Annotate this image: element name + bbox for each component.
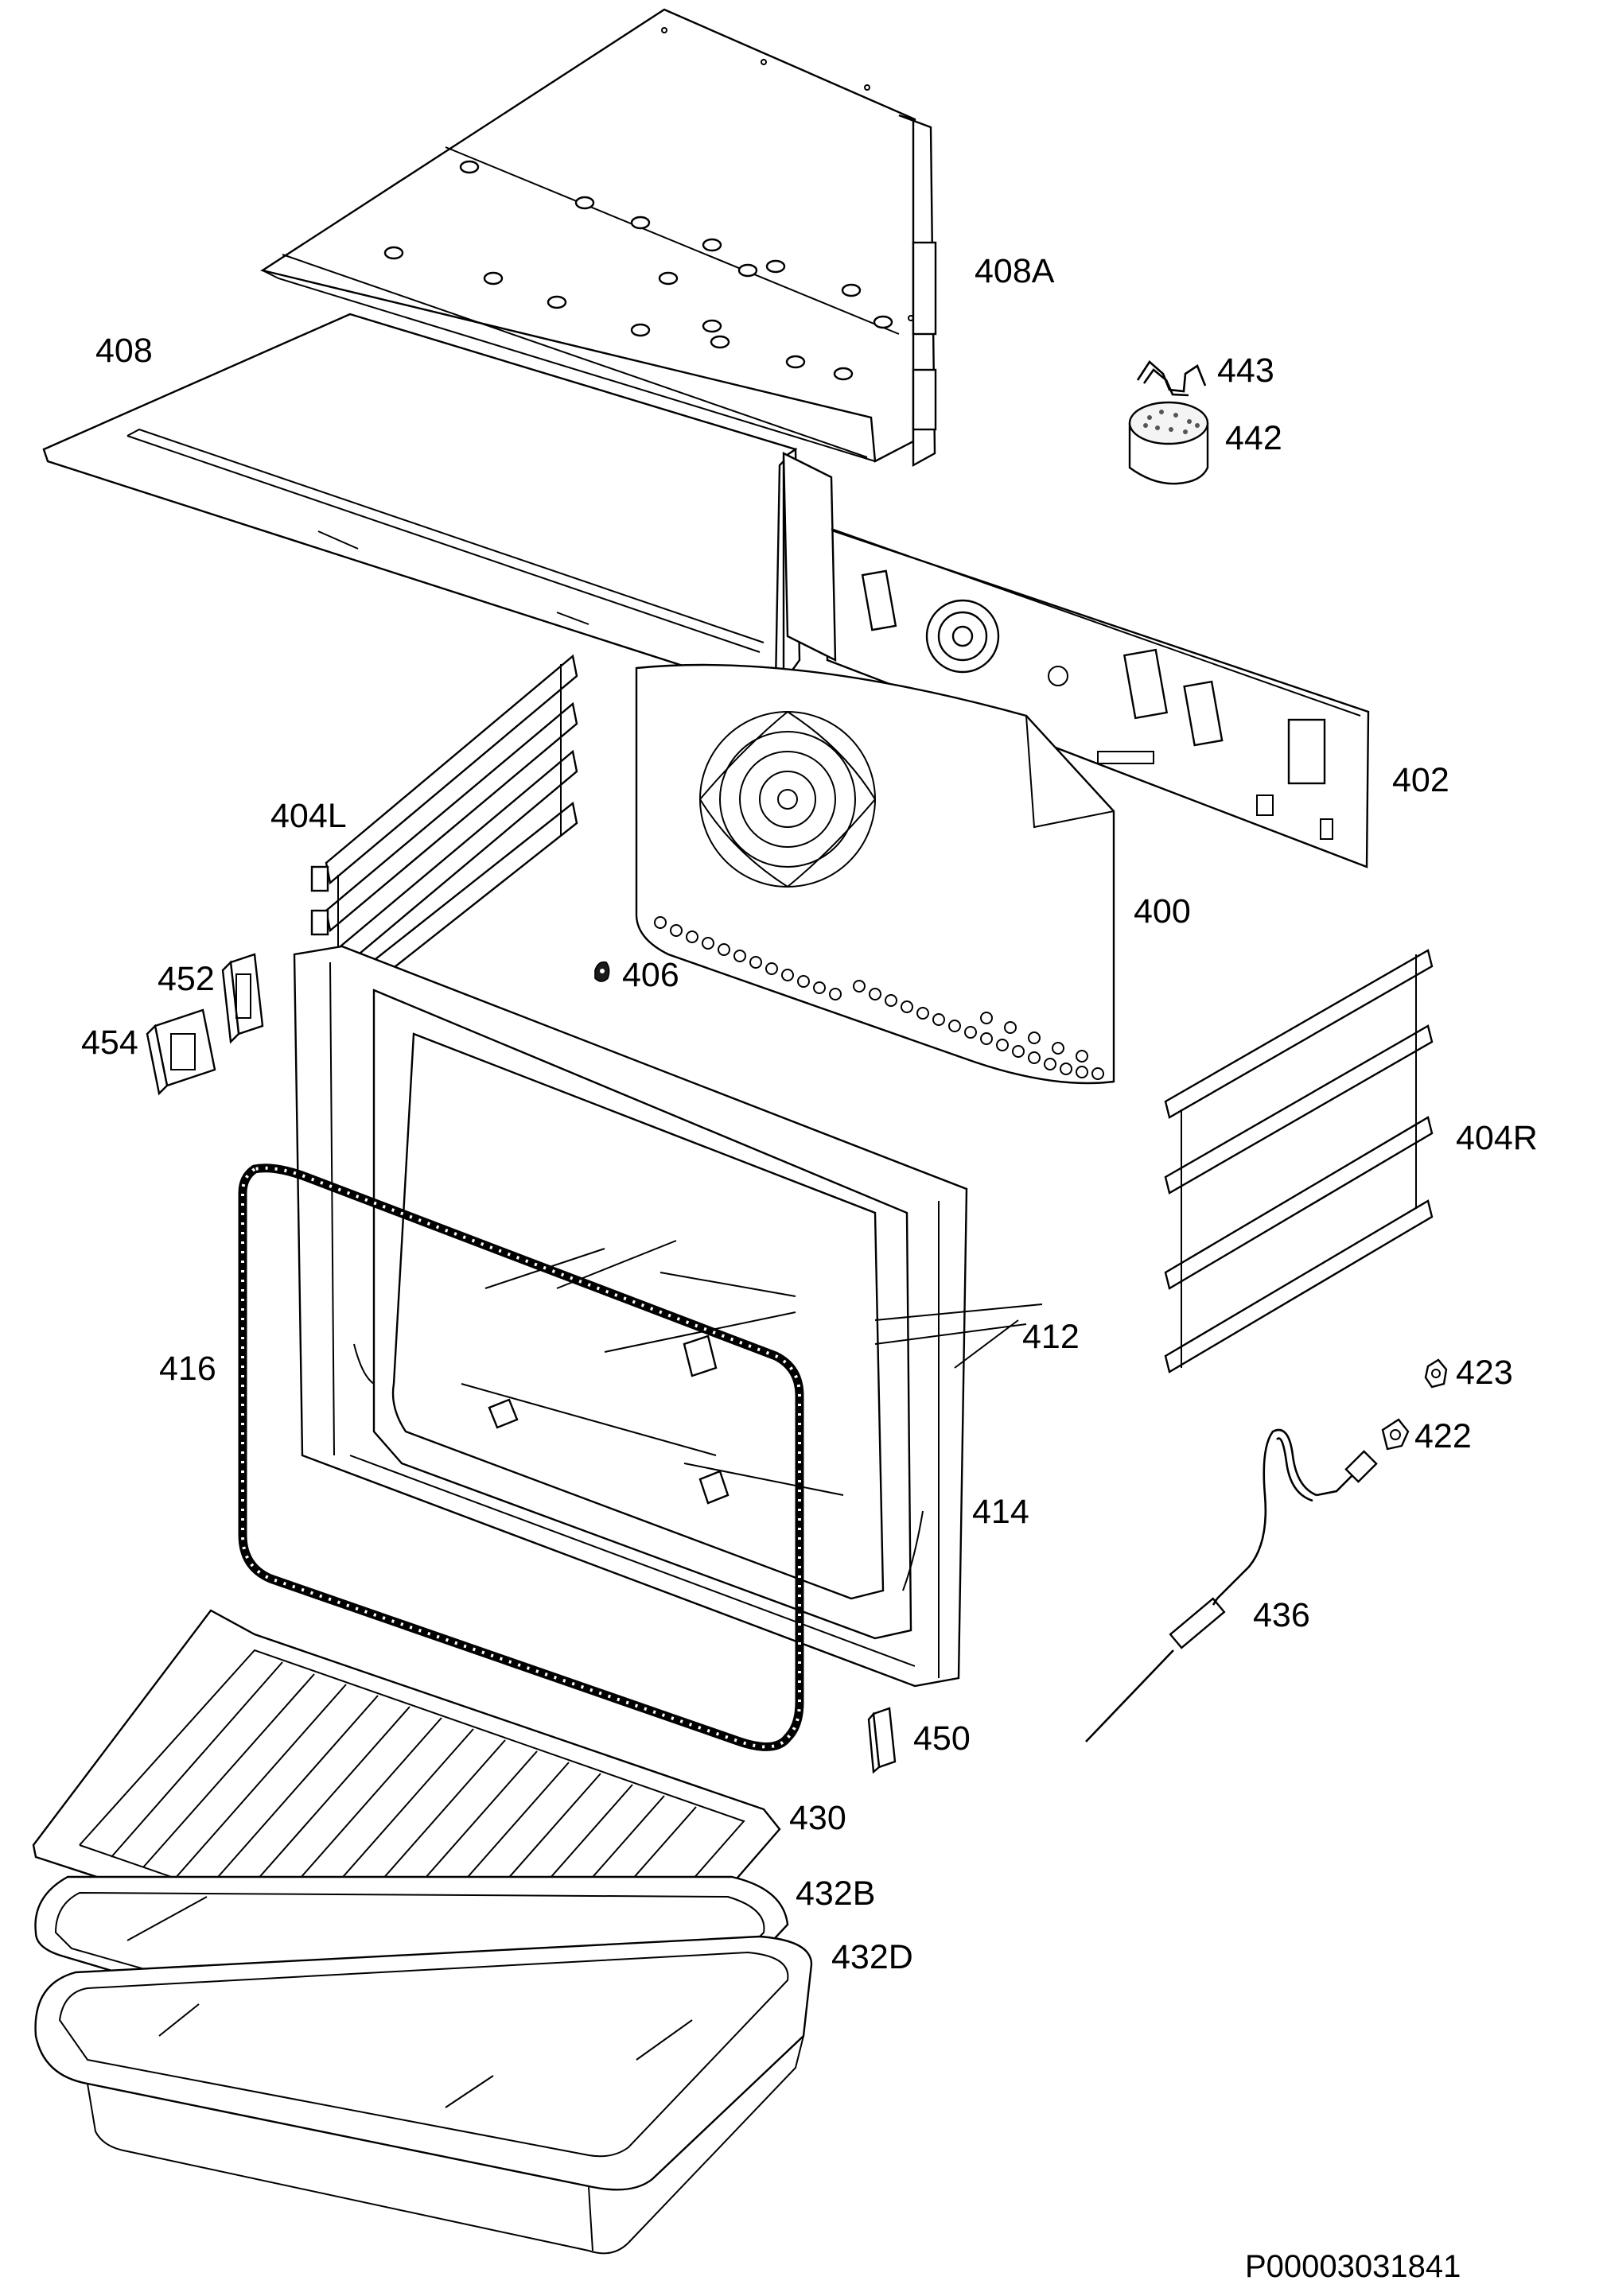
part-423-nut [1424, 1358, 1448, 1389]
label-408: 408 [95, 332, 153, 370]
label-430: 430 [789, 1799, 846, 1837]
label-414: 414 [972, 1493, 1029, 1531]
part-432D-deep-pan [34, 1935, 813, 2255]
document-id: P00003031841 [1245, 2249, 1461, 2284]
label-400: 400 [1134, 892, 1191, 930]
label-442: 442 [1225, 419, 1282, 457]
label-416: 416 [159, 1350, 216, 1388]
label-422: 422 [1414, 1417, 1472, 1455]
label-443: 443 [1217, 352, 1274, 390]
part-416-door-seal [238, 1164, 804, 1751]
label-436: 436 [1253, 1596, 1310, 1634]
part-414-front-frame [293, 945, 968, 1688]
part-436-temperature-probe [1085, 1428, 1378, 1742]
part-408A-top-cover [260, 8, 937, 468]
part-442-filter [1128, 401, 1209, 485]
label-408A: 408A [975, 252, 1055, 290]
label-423: 423 [1456, 1354, 1513, 1392]
label-404R: 404R [1456, 1119, 1538, 1157]
label-404L: 404L [270, 797, 347, 835]
part-404R-right-shelf-support [1164, 949, 1434, 1373]
label-450: 450 [913, 1719, 971, 1758]
label-402: 402 [1392, 761, 1449, 799]
label-454: 454 [81, 1024, 138, 1062]
part-422-fitting [1381, 1418, 1410, 1451]
part-400-rear-wall [635, 663, 1115, 1085]
label-432D: 432D [831, 1938, 913, 1976]
part-454-hinge-cover [146, 1008, 216, 1096]
part-412-rail [874, 1303, 1043, 1369]
part-443-clip [1136, 360, 1207, 397]
label-432B: 432B [796, 1874, 876, 1913]
part-404L-left-shelf-support [310, 654, 578, 1020]
label-406: 406 [622, 956, 679, 994]
label-412: 412 [1022, 1318, 1080, 1356]
part-450-catch [867, 1707, 897, 1774]
part-406-clip [594, 961, 610, 982]
part-452-hinge-receiver [221, 953, 264, 1044]
label-452: 452 [158, 960, 215, 998]
part-402-rear-bracket [782, 452, 1370, 868]
